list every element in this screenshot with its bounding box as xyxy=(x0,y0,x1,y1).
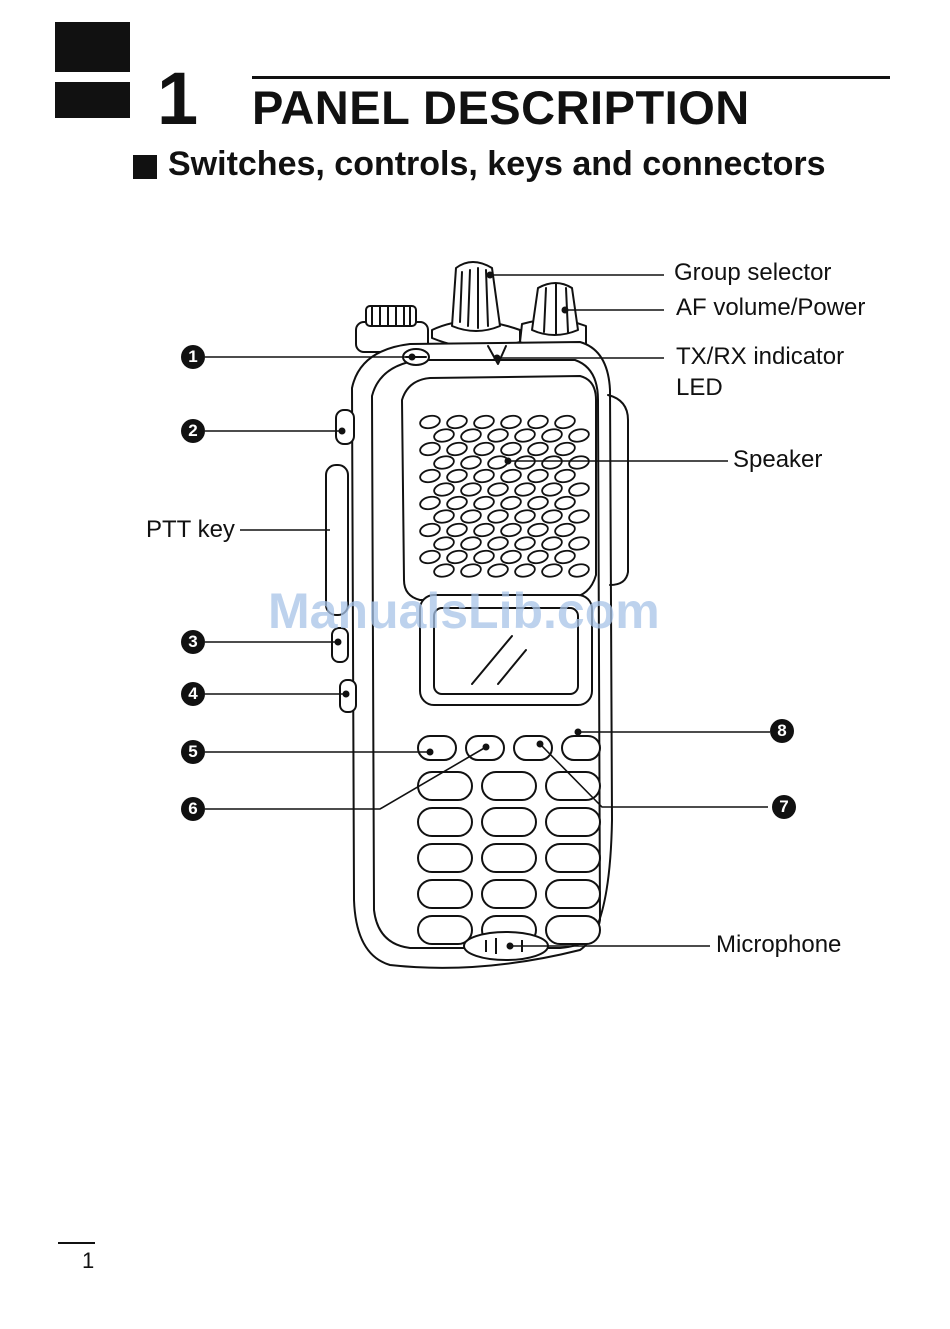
badge-1: 1 xyxy=(181,345,205,369)
badge-2: 2 xyxy=(181,419,205,443)
keypad-key xyxy=(418,808,472,836)
keypad-key xyxy=(418,880,472,908)
badge-5: 5 xyxy=(181,740,205,764)
page-number: 1 xyxy=(82,1250,94,1272)
keypad-key xyxy=(418,844,472,872)
label-group-selector: Group selector xyxy=(674,261,831,285)
label-speaker: Speaker xyxy=(733,448,822,472)
label-af-volume-power: AF volume/Power xyxy=(676,296,865,320)
badge-4: 4 xyxy=(181,682,205,706)
label-txrx-indicator: TX/RX indicator xyxy=(676,345,844,369)
keypad-key xyxy=(418,772,472,800)
page-number-rule xyxy=(58,1242,95,1244)
function-key-4 xyxy=(562,736,600,760)
keypad-key xyxy=(546,808,600,836)
keypad-key xyxy=(546,916,600,944)
keypad-key xyxy=(546,880,600,908)
label-ptt-key: PTT key xyxy=(146,518,235,542)
af-volume-knob xyxy=(520,283,586,350)
keypad-key xyxy=(482,772,536,800)
label-txrx-led: LED xyxy=(676,376,723,400)
keypad-key xyxy=(546,844,600,872)
keypad-key xyxy=(482,808,536,836)
badge-7: 7 xyxy=(772,795,796,819)
watermark: ManualsLib.com xyxy=(268,586,660,636)
keypad-key xyxy=(418,916,472,944)
badge-6: 6 xyxy=(181,797,205,821)
function-key-1 xyxy=(418,736,456,760)
function-key-3 xyxy=(514,736,552,760)
badge-3: 3 xyxy=(181,630,205,654)
keypad-key xyxy=(482,880,536,908)
keypad-key xyxy=(482,844,536,872)
label-microphone: Microphone xyxy=(716,933,841,957)
badge-8: 8 xyxy=(770,719,794,743)
side-button-2 xyxy=(336,410,354,444)
